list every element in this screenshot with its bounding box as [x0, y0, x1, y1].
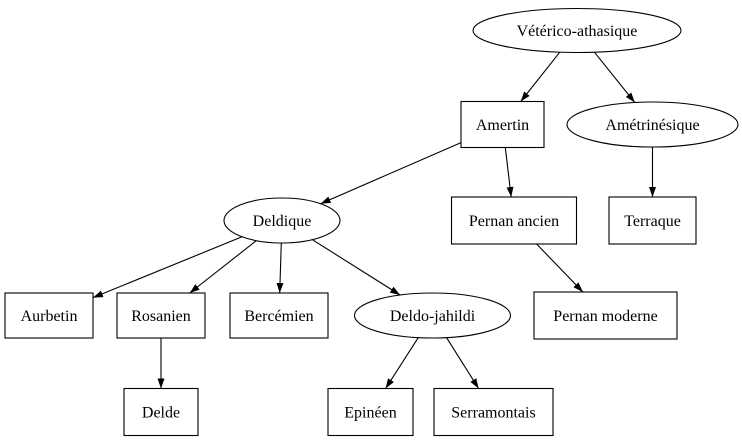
edge-veterico-athasique-to-ametrinesique: [593, 51, 636, 103]
node-deldo-jahildi: Deldo-jahildi: [353, 292, 512, 339]
node-label: Epinéen: [344, 405, 396, 422]
ellipse-shape: [472, 7, 682, 54]
edge-deldo-jahildi-to-epineen: [385, 337, 419, 389]
edge-veterico-athasique-to-amertin: [520, 51, 561, 102]
edge-deldo-jahildi-to-serramontais: [446, 337, 480, 389]
node-label: Vétérico-athasique: [517, 23, 638, 40]
edge-amertin-to-pernan-ancien: [504, 147, 514, 198]
box-shape: [533, 291, 678, 340]
node-ametrinesique: Amétrinésique: [566, 101, 739, 148]
node-label: Amertin: [476, 117, 529, 134]
node-deldique: Deldique: [223, 197, 341, 244]
node-rosanien: Rosanien: [116, 292, 206, 339]
node-pernan-moderne: Pernan moderne: [533, 291, 678, 340]
node-pernan-ancien: Pernan ancien: [450, 196, 578, 245]
edge-pernan-ancien-to-pernan-moderne: [536, 243, 584, 293]
edge-amertin-to-deldique: [320, 142, 462, 205]
node-label: Pernan ancien: [469, 213, 559, 230]
box-shape: [4, 292, 94, 339]
node-label: Bercémien: [244, 308, 313, 325]
node-serramontais: Serramontais: [433, 387, 554, 437]
edge-deldique-to-deldo-jahildi: [312, 239, 401, 296]
box-shape: [450, 196, 578, 245]
node-amertin: Amertin: [460, 100, 545, 149]
node-label: Serramontais: [451, 405, 535, 422]
node-label: Aurbetin: [21, 308, 78, 325]
edge-deldique-to-rosanien: [189, 240, 257, 294]
node-label: Terraque: [624, 213, 681, 230]
ellipse-shape: [566, 101, 739, 148]
node-veterico-athasique: Vétérico-athasique: [472, 7, 682, 54]
node-epineen: Epinéen: [327, 387, 414, 437]
node-label: Delde: [142, 405, 180, 422]
box-shape: [460, 100, 545, 149]
node-terraque: Terraque: [608, 196, 697, 245]
ellipse-shape: [353, 292, 512, 339]
box-shape: [608, 196, 697, 245]
node-bercemien: Bercémien: [229, 292, 329, 339]
edge-deldique-to-bercemien: [276, 242, 284, 294]
node-label: Rosanien: [131, 308, 191, 325]
box-shape: [123, 387, 199, 437]
box-shape: [116, 292, 206, 339]
box-shape: [433, 387, 554, 437]
node-label: Deldique: [253, 213, 312, 230]
edge-deldique-to-aurbetin: [92, 236, 243, 299]
ellipse-shape: [223, 197, 341, 244]
node-label: Deldo-jahildi: [390, 308, 476, 325]
node-delde: Delde: [123, 387, 199, 437]
node-label: Amétrinésique: [605, 117, 699, 134]
node-aurbetin: Aurbetin: [4, 292, 94, 339]
box-shape: [327, 387, 414, 437]
box-shape: [229, 292, 329, 339]
node-label: Pernan moderne: [553, 308, 657, 325]
